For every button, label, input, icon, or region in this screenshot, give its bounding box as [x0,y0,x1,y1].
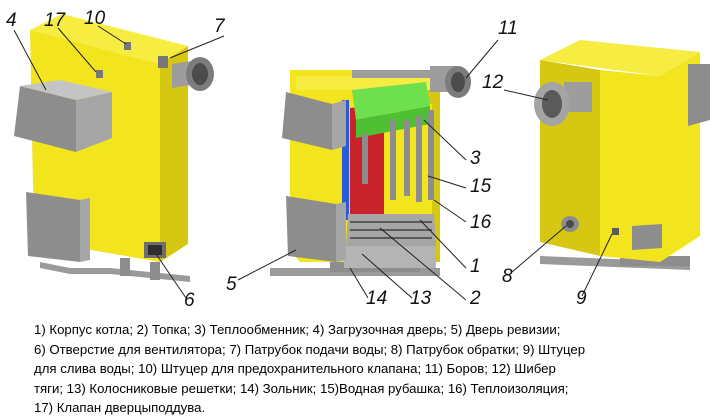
legend-line: тяги; 13) Колосниковые решетки; 14) Золь… [34,380,569,396]
callout-11: 11 [498,18,518,39]
legend-line: 6) Отверстие для вентилятора; 7) Патрубо… [34,341,586,357]
callout-8: 8 [502,266,513,287]
callout-leaders [13,25,613,301]
callout-17: 17 [44,10,67,31]
callout-14: 14 [366,288,387,309]
legend-line: 1) Корпус котла; 2) Топка; 3) Теплообмен… [34,322,561,337]
boiler-cutaway [270,66,471,276]
callout-7: 7 [214,16,226,37]
boiler-exterior-front [14,14,214,282]
callout-3: 3 [470,148,481,169]
legend-line: для слива воды; 10) Штуцер для предохран… [34,361,556,376]
callout-4: 4 [6,10,17,31]
callout-6: 6 [184,290,195,311]
callout-1: 1 [470,256,481,277]
callout-10: 10 [84,8,106,29]
callout-15: 15 [470,176,492,197]
parts-legend: 1) Корпус котла; 2) Топка; 3) Теплообмен… [34,320,714,418]
boiler-diagram: 4 17 10 7 11 12 3 15 16 1 2 13 14 5 6 8 … [6,8,710,311]
callout-5: 5 [226,274,237,295]
boiler-exterior-rear [534,40,710,270]
callout-9: 9 [576,288,587,309]
callout-2: 2 [469,288,481,309]
callout-13: 13 [410,288,432,309]
legend-line: 17) Клапан дверцыподдува. [34,400,206,415]
callout-numbers: 4 17 10 7 11 12 3 15 16 1 2 13 14 5 6 8 … [6,8,587,311]
callout-16: 16 [470,212,492,233]
callout-12: 12 [482,72,504,93]
